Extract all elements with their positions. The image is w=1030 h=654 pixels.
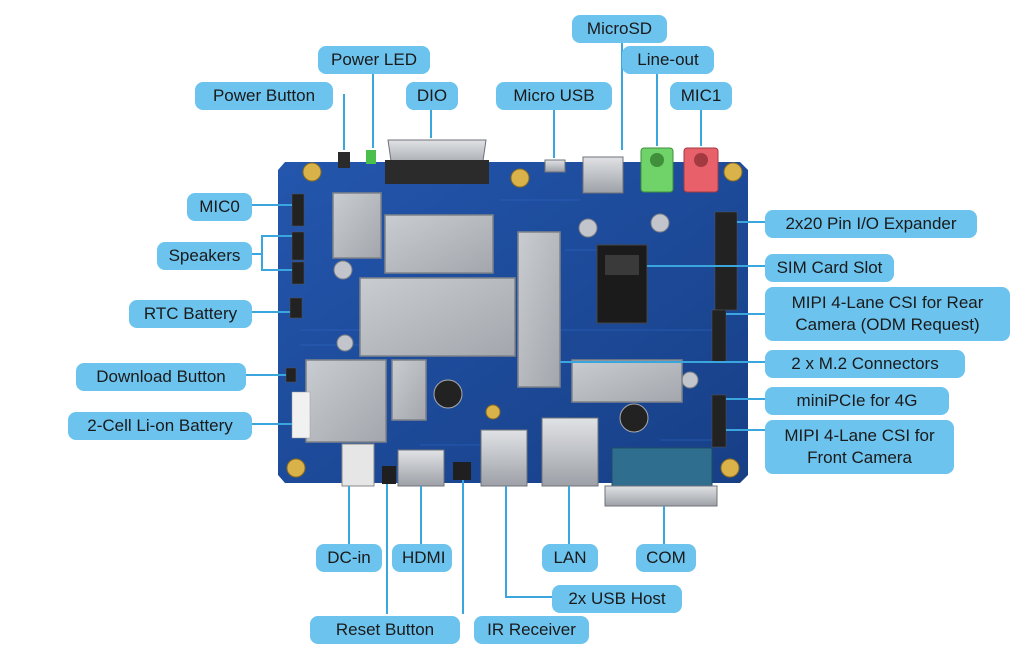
audio-jacks [640,147,719,193]
callout-power-led: Power LED [318,46,430,74]
callout-microsd: MicroSD [572,15,667,43]
callout-mipi-rear: MIPI 4-Lane CSI for Rear Camera (ODM Req… [765,287,1010,341]
callout-li-on-battery: 2-Cell Li-on Battery [68,412,252,440]
bottom-connectors [341,417,718,507]
callout-download-button: Download Button [76,363,246,391]
mipi-front-line-2: Front Camera [807,448,912,467]
callout-io-expander: 2x20 Pin I/O Expander [765,210,977,238]
callout-minipcie: miniPCIe for 4G [765,387,949,415]
callout-ir-receiver: IR Receiver [474,616,589,644]
rf-shields [305,192,683,443]
callout-reset-button: Reset Button [310,616,460,644]
callout-dio: DIO [406,82,458,110]
callout-power-button: Power Button [195,82,333,110]
callout-dc-in: DC-in [316,544,382,572]
callout-m2-connectors: 2 x M.2 Connectors [765,350,965,378]
sim-slot [596,244,648,324]
power-button-part [338,150,376,168]
callout-mipi-front: MIPI 4-Lane CSI for Front Camera [765,420,954,474]
microsd-part [582,156,624,194]
callout-hdmi: HDMI [392,544,452,572]
dio-connector [385,139,489,184]
mount-holes [286,162,743,478]
callout-usb-host: 2x USB Host [552,585,682,613]
callout-lan: LAN [542,544,598,572]
callout-rtc-battery: RTC Battery [129,300,252,328]
callout-sim-card-slot: SIM Card Slot [765,254,894,282]
callout-micro-usb: Micro USB [496,82,612,110]
micro-usb-part [544,159,566,173]
callout-mic0: MIC0 [187,193,252,221]
callout-com: COM [636,544,696,572]
callout-mic1: MIC1 [670,82,732,110]
callout-speakers: Speakers [157,242,252,270]
mipi-front-line-1: MIPI 4-Lane CSI for [784,426,935,445]
mipi-rear-line-2: Camera (ODM Request) [795,315,980,334]
capacitors [433,379,649,433]
standoffs [333,213,699,389]
callout-line-out: Line-out [622,46,714,74]
mipi-rear-line-1: MIPI 4-Lane CSI for Rear [791,293,984,312]
pin-headers [285,193,738,448]
